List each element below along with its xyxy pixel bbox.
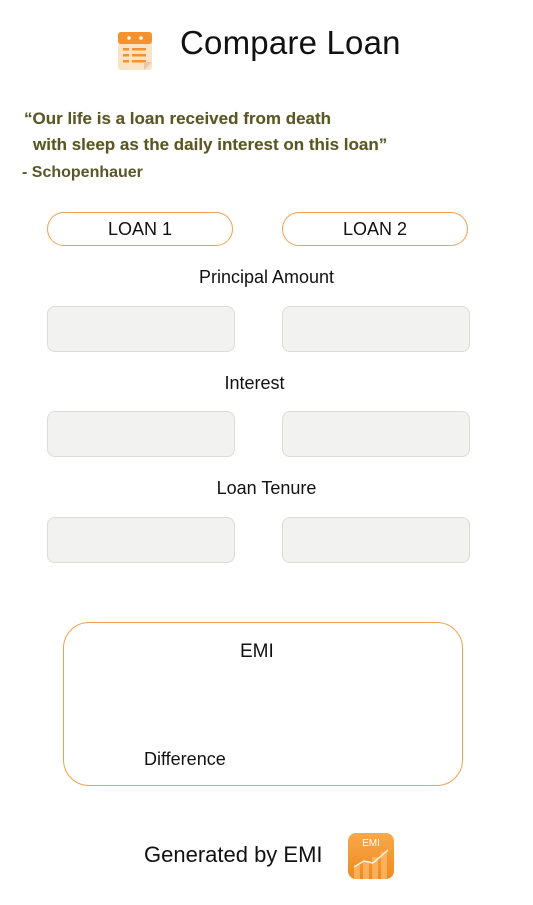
loan-1-tab[interactable]: LOAN 1 — [47, 212, 233, 246]
quote-author: - Schopenhauer — [22, 164, 143, 181]
loan-2-principal-input[interactable] — [282, 306, 470, 352]
interest-label: Interest — [224, 373, 285, 393]
principal-amount-label: Principal Amount — [198, 267, 335, 287]
loan-1-principal-input[interactable] — [47, 306, 235, 352]
loan-2-tab[interactable]: LOAN 2 — [282, 212, 468, 246]
loan-1-tenure-input[interactable] — [47, 517, 235, 563]
emi-chart-icon[interactable]: EMI — [348, 833, 394, 879]
emi-badge-label: EMI — [362, 838, 380, 849]
emi-label: EMI — [240, 641, 274, 662]
footer-text: Generated by EMI — [144, 842, 323, 867]
difference-label: Difference — [144, 749, 226, 769]
loan-1-interest-input[interactable] — [47, 411, 235, 457]
notepad-icon — [116, 28, 154, 72]
loan-tenure-label: Loan Tenure — [216, 478, 317, 498]
quote-line-2: with sleep as the daily interest on this… — [33, 135, 388, 154]
quote-text: “Our life is a loan received from death … — [24, 106, 387, 158]
quote-line-1: “Our life is a loan received from death — [24, 109, 332, 128]
loan-2-tenure-input[interactable] — [282, 517, 470, 563]
page-title: Compare Loan — [180, 24, 401, 61]
result-panel — [63, 622, 463, 786]
loan-2-interest-input[interactable] — [282, 411, 470, 457]
